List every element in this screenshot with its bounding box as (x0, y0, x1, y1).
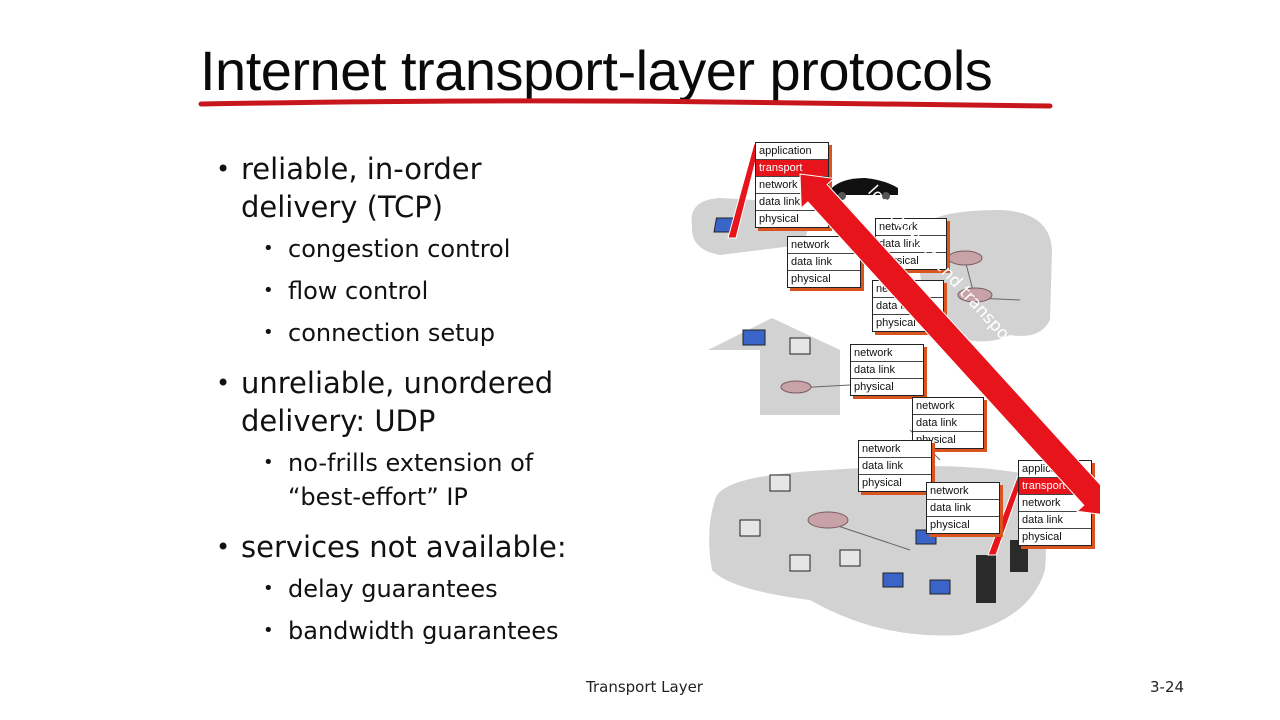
sub-bullet-delay-guarantees: delay guarantees (263, 572, 616, 606)
sub-bullet-flow-control: flow control (263, 274, 616, 308)
router-stack-7: network data link physical (926, 482, 1000, 534)
desktop-pc-icon (739, 337, 861, 572)
slide-title: Internet transport-layer protocols (200, 39, 993, 102)
router-stack-4: network data link physical (850, 344, 924, 396)
sub-bullet-congestion-control: congestion control (263, 232, 616, 266)
bullet-udp: unreliable, unordered delivery: UDP (216, 364, 616, 440)
router-stack-6: network data link physical (858, 440, 932, 492)
destination-host-stack: application transport network data link … (1018, 460, 1092, 546)
bullet-list: reliable, in-order delivery (TCP) conges… (216, 150, 616, 656)
isp-cloud (919, 210, 1052, 342)
network-diagram: application transport network data link … (680, 130, 1100, 640)
bullet-tcp: reliable, in-order delivery (TCP) (216, 150, 616, 226)
logical-transport-arrow (799, 173, 1100, 517)
sub-bullet-bandwidth-guarantees: bandwidth guarantees (263, 614, 616, 648)
slide-number: 3-24 (1150, 678, 1185, 696)
sub-bullet-no-frills: no-frills extension of “best-effort” IP (263, 446, 616, 514)
title-underline (198, 98, 1053, 109)
router-icon (780, 250, 993, 529)
footer-chapter: Transport Layer (586, 678, 703, 696)
server-icon (976, 540, 1028, 603)
car-icon (830, 178, 898, 200)
sub-bullet-connection-setup: connection setup (263, 316, 616, 350)
bullet-services-not-available: services not available: (216, 528, 616, 566)
router-stack-5: network data link physical (912, 397, 984, 449)
